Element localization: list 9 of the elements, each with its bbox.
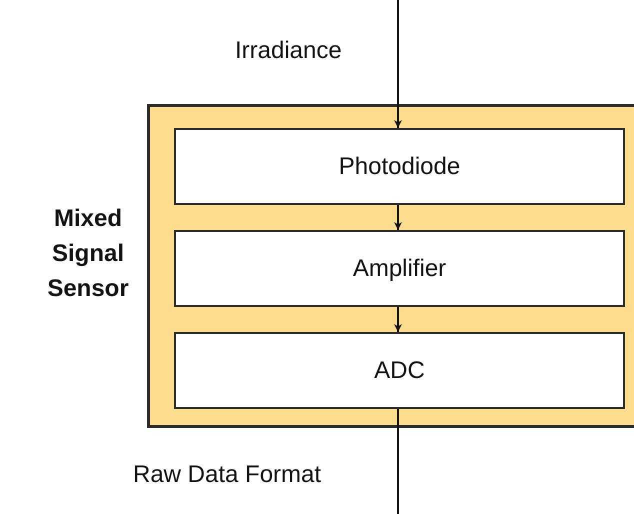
edge-label: Irradiance <box>235 37 342 65</box>
arrow <box>394 205 402 230</box>
arrow <box>394 0 402 128</box>
process-box: Photodiode <box>174 128 625 205</box>
process-box: Amplifier <box>174 230 625 307</box>
arrow <box>394 307 402 332</box>
group-heading: Mixed Signal Sensor <box>46 204 130 304</box>
process-box: ADC <box>174 332 625 409</box>
edge-label: Raw Data Format <box>133 461 322 489</box>
